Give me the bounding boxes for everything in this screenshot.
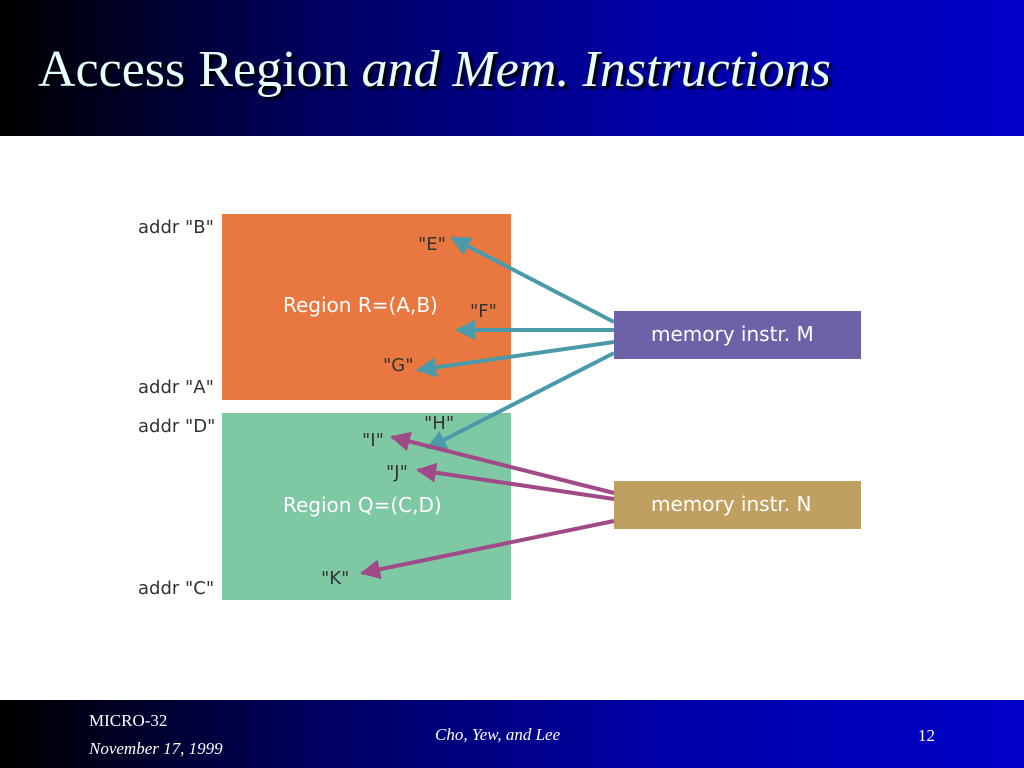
addr-label-c: addr "C"	[138, 578, 214, 599]
slide-footer: MICRO-32 November 17, 1999 Cho, Yew, and…	[0, 700, 1024, 768]
point-label-i: "I"	[362, 430, 384, 451]
instr-m-label: memory instr. M	[651, 322, 814, 346]
instr-m-arrows	[416, 236, 615, 450]
region-q-label: Region Q=(C,D)	[283, 493, 442, 517]
arrow-n-to-k	[360, 519, 615, 580]
slide-title: Access Region and Mem. Instructions	[38, 44, 831, 96]
point-label-g: "G"	[383, 355, 414, 376]
point-label-h: "H"	[424, 413, 454, 434]
arrow-m-to-g	[416, 340, 615, 378]
addr-label-d: addr "D"	[138, 416, 215, 437]
instr-n-box	[614, 481, 861, 529]
instr-m-box	[614, 311, 861, 359]
footer-page-number: 12	[918, 726, 935, 745]
point-label-f: "F"	[470, 301, 497, 322]
instr-n-label: memory instr. N	[651, 492, 811, 516]
footer-authors: Cho, Yew, and Lee	[435, 725, 561, 744]
access-region-diagram: Region R=(A,B) Region Q=(C,D) addr "B" a…	[138, 214, 861, 600]
footer-date: November 17, 1999	[89, 739, 223, 758]
addr-label-b: addr "B"	[138, 217, 214, 238]
title-plain: Access Region	[38, 41, 349, 98]
arrow-n-to-i	[390, 431, 615, 495]
footer-conference: MICRO-32	[89, 711, 168, 730]
title-italic: and Mem. Instructions	[361, 41, 831, 98]
addr-label-a: addr "A"	[138, 377, 214, 398]
arrow-m-to-h	[426, 351, 615, 450]
slide-header: Access Region and Mem. Instructions	[0, 0, 1024, 136]
arrow-m-to-e	[450, 236, 615, 324]
region-r-label: Region R=(A,B)	[283, 293, 438, 317]
instr-n-arrows	[360, 431, 615, 580]
arrow-n-to-j	[416, 462, 615, 501]
point-label-k: "K"	[321, 568, 349, 589]
point-label-e: "E"	[418, 234, 446, 255]
point-label-j: "J"	[386, 462, 408, 483]
